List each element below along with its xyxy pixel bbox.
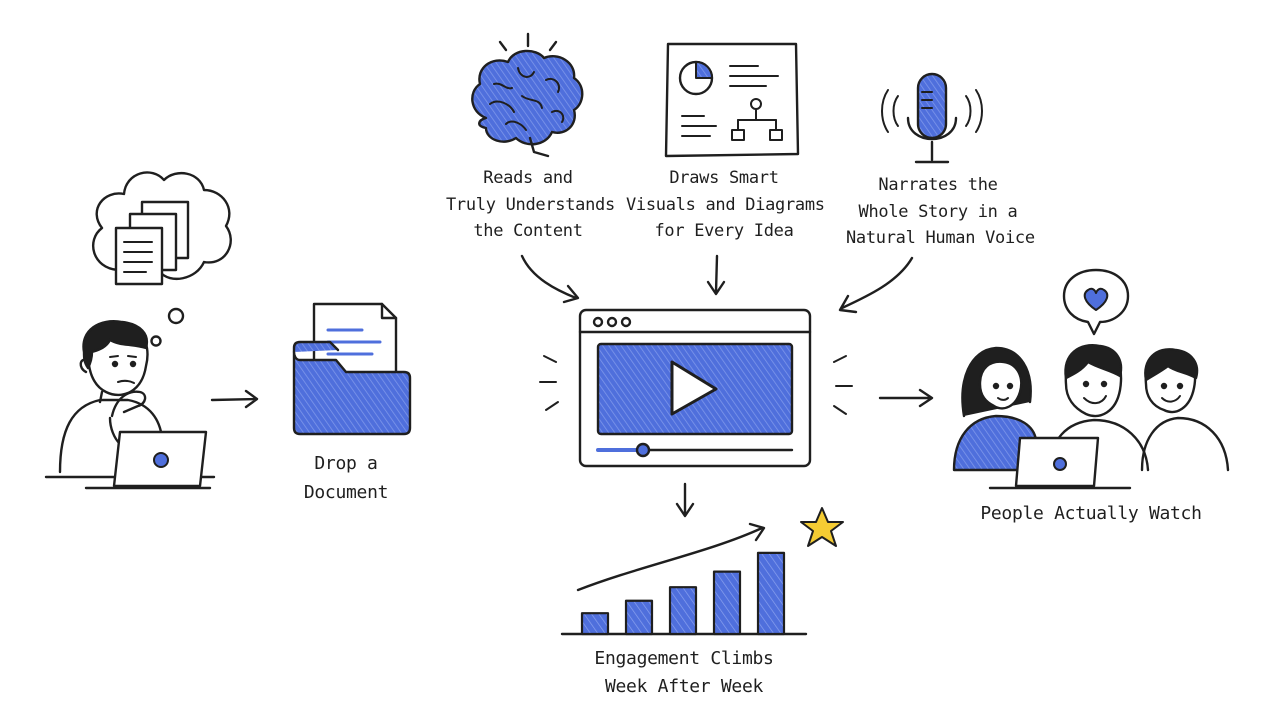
engagement-bar — [580, 612, 610, 636]
drop-document-label: Drop a Document — [303, 453, 389, 503]
step-draws-label: Draws Smart Visuals and Diagrams for Eve… — [626, 168, 825, 241]
arrow-icon — [878, 388, 934, 408]
step-narrates-label: Narrates the Whole Story in a Natural Hu… — [846, 175, 1035, 248]
engagement-bar — [624, 599, 654, 636]
audience-icon — [952, 268, 1230, 490]
slide-diagram-icon — [664, 42, 800, 158]
bar-chart-icon — [560, 507, 844, 636]
arrow-icon — [838, 256, 914, 314]
engagement-bar — [712, 570, 742, 636]
engagement-bar — [756, 551, 786, 636]
engagement-label: Engagement Climbs Week After Week — [594, 648, 774, 697]
engagement-bar — [668, 586, 698, 636]
microphone-icon — [881, 72, 983, 164]
arrow-icon — [706, 254, 726, 296]
folder-document-icon — [292, 302, 412, 436]
arrow-icon — [210, 389, 259, 409]
step-reads-label: Reads and Truly Understands the Content — [446, 168, 615, 241]
brain-icon — [471, 32, 584, 158]
video-player-icon — [539, 308, 853, 468]
star-icon — [800, 507, 844, 547]
arrow-icon — [675, 482, 695, 518]
thinking-person-icon — [44, 171, 232, 490]
audience-label: People Actually Watch — [980, 503, 1202, 524]
arrow-icon — [520, 254, 580, 304]
